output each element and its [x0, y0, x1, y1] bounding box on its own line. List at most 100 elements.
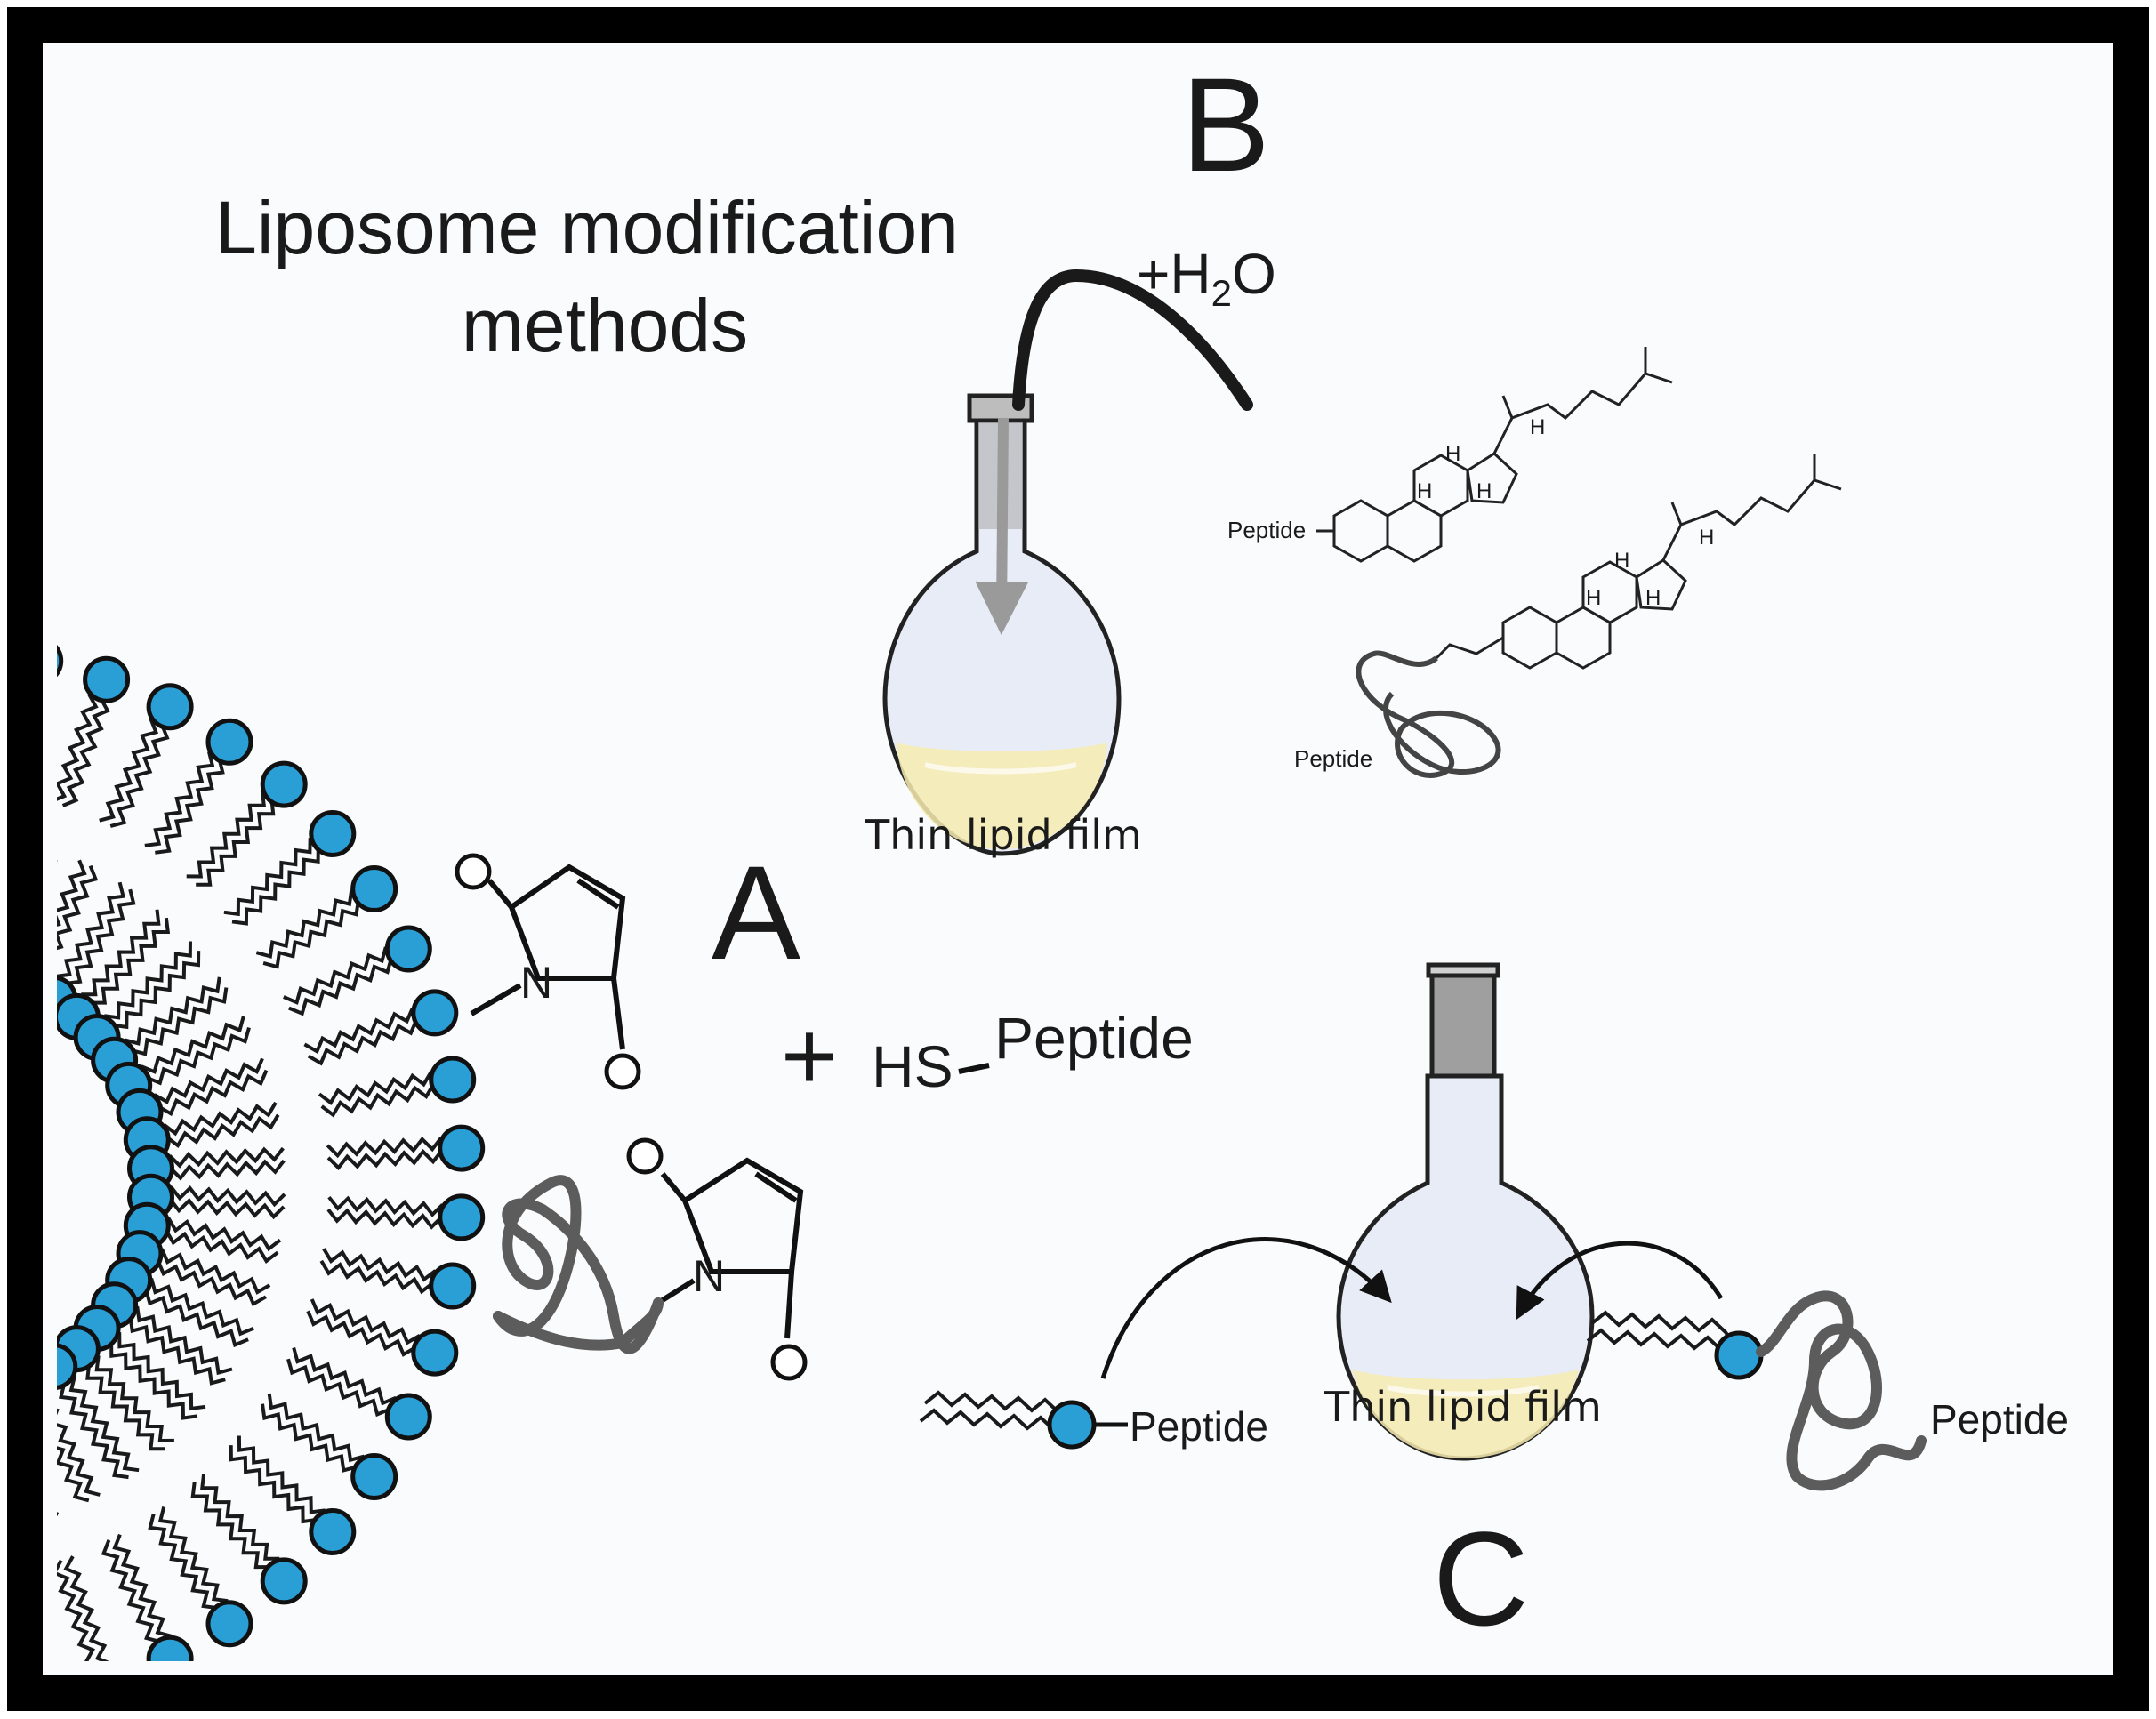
lipid-tail [109, 724, 170, 828]
hydrogen-label: H [1445, 442, 1460, 466]
lipid-tail [160, 1248, 271, 1295]
lipid-tail [59, 1382, 129, 1480]
water-flow-arrow [975, 417, 1029, 635]
lipid-tail [157, 1069, 269, 1117]
lipid-tail [135, 1305, 233, 1376]
lipid-tail [318, 1071, 433, 1105]
lipid-tail [326, 1148, 444, 1171]
lipid-head [350, 865, 398, 912]
outer-frame [7, 7, 2149, 1711]
lipid-tail [303, 1007, 414, 1055]
lipid-tail [169, 1159, 286, 1181]
lipid-tail [261, 1403, 358, 1473]
peptide-label-cholesterol-1: Peptide [1227, 517, 1306, 543]
lipid-tail [68, 1375, 140, 1473]
lipid-head [146, 1635, 194, 1661]
lipid-tail [186, 791, 267, 879]
lipid-tail-c-right [1586, 1310, 1741, 1358]
lipid-tail [117, 1332, 206, 1411]
peptide-coil-c [1756, 1290, 1927, 1491]
lipid-head [309, 810, 357, 857]
lipid-tail [57, 1408, 101, 1497]
lipid-tail [99, 718, 159, 823]
plus-sign: + [781, 1001, 838, 1111]
lipid-tail [57, 693, 99, 801]
hs-label: HS [872, 1033, 953, 1099]
lipid-tail [267, 1393, 366, 1463]
peptide-label-c-left: Peptide [1130, 1403, 1268, 1450]
lipid-head [411, 1329, 459, 1377]
lipid-tail [190, 1482, 270, 1570]
lipid-head [205, 1600, 253, 1648]
lipid-tail [262, 900, 360, 969]
peptide-label-cholesterol-2: Peptide [1294, 745, 1372, 772]
lipid-tail [229, 1445, 318, 1524]
lipid-head [350, 1453, 398, 1500]
flask-b [882, 393, 1122, 856]
lipid-tail [149, 1278, 254, 1337]
lipid-tail [231, 847, 320, 926]
lipid-head [384, 1393, 432, 1441]
lipid-tail [322, 1248, 437, 1282]
lipid-tail [81, 909, 161, 997]
thin-lipid-film-label-c: Thin lipid film [1323, 1383, 1602, 1431]
lipid-tail [164, 1229, 279, 1264]
lipid-tail [292, 1347, 397, 1406]
liposome-bilayer [0, 644, 486, 1661]
lipid-head [309, 1508, 357, 1555]
oxygen-atom [770, 1344, 808, 1381]
lipid-tail [128, 1316, 226, 1386]
lipid-tails [0, 693, 445, 1661]
lipid-head [429, 1262, 477, 1310]
lipid-tail [153, 1057, 264, 1104]
arrow-right-to-flask [1516, 1241, 1724, 1321]
lipid-tail [286, 1358, 391, 1418]
lipid-tail [146, 1027, 251, 1086]
lipid-tail [196, 799, 276, 887]
lipid-tail [63, 1555, 109, 1661]
lipid-tail [326, 1208, 444, 1230]
hydrogen-label: H [1476, 479, 1492, 503]
nitrogen-atom-label: N [693, 1251, 725, 1301]
lipid-tail [57, 881, 125, 978]
lipid-tail [90, 917, 171, 1005]
lipid-tail [101, 1539, 161, 1644]
lipid-head-c-right [1714, 1330, 1764, 1380]
lipid-tail [168, 1197, 286, 1220]
lipid-tail [156, 1259, 267, 1307]
hs-peptide-label: Peptide [994, 1005, 1194, 1071]
lipid-tail [255, 889, 354, 959]
lipid-tail [57, 1446, 90, 1503]
lipid-tail [306, 1310, 417, 1357]
lipid-tail [166, 1217, 282, 1252]
lipid-tail [57, 859, 87, 927]
lipid-tail [141, 1016, 245, 1074]
lipid-tail [0, 1419, 2, 1530]
lipid-head [411, 989, 459, 1037]
arrow-left-to-flask [1100, 1237, 1392, 1379]
peptide-coil-a [493, 1175, 664, 1354]
lipid-tail [165, 1113, 280, 1149]
lipid-tail [200, 1474, 280, 1561]
lipid-head [260, 760, 308, 808]
lipid-tail [65, 888, 136, 985]
lipid-tail [112, 951, 201, 1030]
lipid-tail [320, 1083, 436, 1118]
peptide-coil-b [1356, 650, 1501, 778]
hydrogen-label: H [1645, 586, 1661, 610]
cholesterol-peptide-structure-1 [1316, 347, 1673, 563]
hydrogen-label: H [1530, 415, 1545, 439]
lipid-tail [109, 1341, 198, 1420]
lipid-tail [168, 1146, 285, 1169]
lipid-head [429, 1056, 477, 1104]
lipid-tail [223, 838, 312, 917]
maleimide-group-top [470, 864, 626, 1050]
hs-bond [958, 1063, 990, 1074]
water-tube [1012, 269, 1253, 411]
lipid-tail [157, 1506, 229, 1603]
lipid-tail [307, 1019, 419, 1066]
lipid-head [384, 925, 432, 973]
hydrogen-label: H [1614, 549, 1629, 573]
nitrogen-atom-label: N [520, 958, 552, 1008]
lipid-tail [319, 1259, 435, 1295]
